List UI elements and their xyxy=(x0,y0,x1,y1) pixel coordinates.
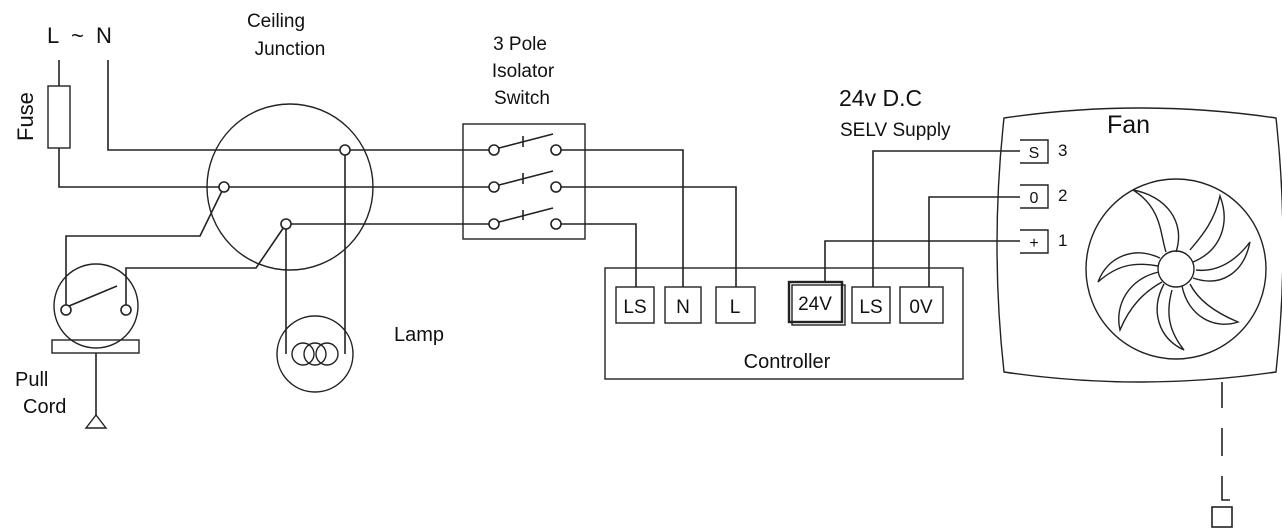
controller-0v-to-fan-0 xyxy=(928,196,1020,287)
svg-text:N: N xyxy=(676,297,690,318)
fan-remote-box xyxy=(1211,506,1233,528)
controller-terminal-ls-2: LS xyxy=(851,286,891,324)
controller-terminal-24v: 24V xyxy=(787,280,846,326)
lamp-circle xyxy=(276,315,354,393)
controller-label: Controller xyxy=(744,351,831,373)
isolator-terminal-1-in xyxy=(488,144,500,156)
controller-ls-to-fan-s xyxy=(872,150,1020,287)
svg-text:1: 1 xyxy=(1058,231,1067,250)
controller-terminal-l: L xyxy=(715,286,756,324)
neutral-wire xyxy=(107,60,345,151)
junction-live-to-pullcord xyxy=(65,186,225,310)
pull-cord-label-line2: Cord xyxy=(23,396,66,418)
svg-text:L: L xyxy=(730,297,741,318)
controller-terminal-0v: 0V xyxy=(899,286,944,324)
fan-extension-dashed-line xyxy=(1221,382,1230,501)
fan-impeller-icon xyxy=(1085,178,1267,360)
pullcord-return-to-junction xyxy=(125,223,287,310)
lamp-filament-icon xyxy=(291,342,339,366)
junction-live-terminal xyxy=(218,181,230,193)
isolator-label-line3: Switch xyxy=(494,88,550,109)
svg-text:0V: 0V xyxy=(909,297,933,318)
isolator-switch-box xyxy=(462,123,586,240)
pull-cord-label-line1: Pull xyxy=(15,369,48,391)
fan-label: Fan xyxy=(1107,111,1150,139)
supply-tilde-label: ~ xyxy=(71,23,84,48)
pull-cord-bar xyxy=(51,339,140,354)
junction-switched-terminal xyxy=(280,218,292,230)
pull-cord-terminal-left xyxy=(60,304,72,316)
controller-box xyxy=(604,267,964,380)
supply-l-label: L xyxy=(47,23,59,48)
controller-terminal-n: N xyxy=(664,286,702,324)
live-wire xyxy=(58,60,224,188)
svg-text:3: 3 xyxy=(1058,141,1067,160)
isolator-label-line2: Isolator xyxy=(492,61,555,82)
fan-terminal-0: 0 2 xyxy=(1020,184,1067,209)
dc-supply-label-line2: SELV Supply xyxy=(840,120,951,141)
pull-cord-terminal-right xyxy=(120,304,132,316)
dc-supply-label-line1: 24v D.C xyxy=(839,85,922,111)
isolator-to-controller-ls xyxy=(561,223,637,287)
controller-24v-to-fan-plus xyxy=(824,240,1020,282)
isolator-terminal-2-in xyxy=(488,181,500,193)
pull-cord-toggle xyxy=(84,413,108,429)
pull-cord-switch-blade xyxy=(68,285,118,307)
isolator-to-controller-n xyxy=(561,149,684,287)
svg-text:2: 2 xyxy=(1058,186,1067,205)
isolator-terminal-3-out xyxy=(550,218,562,230)
isolator-terminal-3-in xyxy=(488,218,500,230)
svg-text:+: + xyxy=(1029,235,1038,252)
svg-text:LS: LS xyxy=(859,297,882,318)
fuse-label: Fuse xyxy=(13,92,38,141)
junction-label-line2: Junction xyxy=(255,39,326,60)
junction-neutral-terminal xyxy=(339,144,351,156)
fan-housing xyxy=(996,107,1282,383)
junction-label-line1: Ceiling xyxy=(247,11,305,32)
supply-n-label: N xyxy=(96,23,112,48)
fuse-symbol xyxy=(47,85,71,149)
isolator-terminal-1-out xyxy=(550,144,562,156)
isolator-terminal-2-out xyxy=(550,181,562,193)
fan-terminal-plus: + 1 xyxy=(1020,229,1067,254)
pull-cord-switch-circle xyxy=(53,263,139,349)
fan-terminal-s: S 3 xyxy=(1020,139,1067,164)
isolator-label-line1: 3 Pole xyxy=(493,34,547,55)
isolator-to-controller-l xyxy=(561,186,737,287)
svg-text:LS: LS xyxy=(623,297,646,318)
isolator-poles xyxy=(498,133,554,223)
controller-terminal-ls: LS xyxy=(615,286,655,324)
svg-text:0: 0 xyxy=(1030,190,1039,207)
lamp-label: Lamp xyxy=(394,324,444,346)
svg-text:24V: 24V xyxy=(798,294,832,315)
svg-text:S: S xyxy=(1029,145,1040,162)
